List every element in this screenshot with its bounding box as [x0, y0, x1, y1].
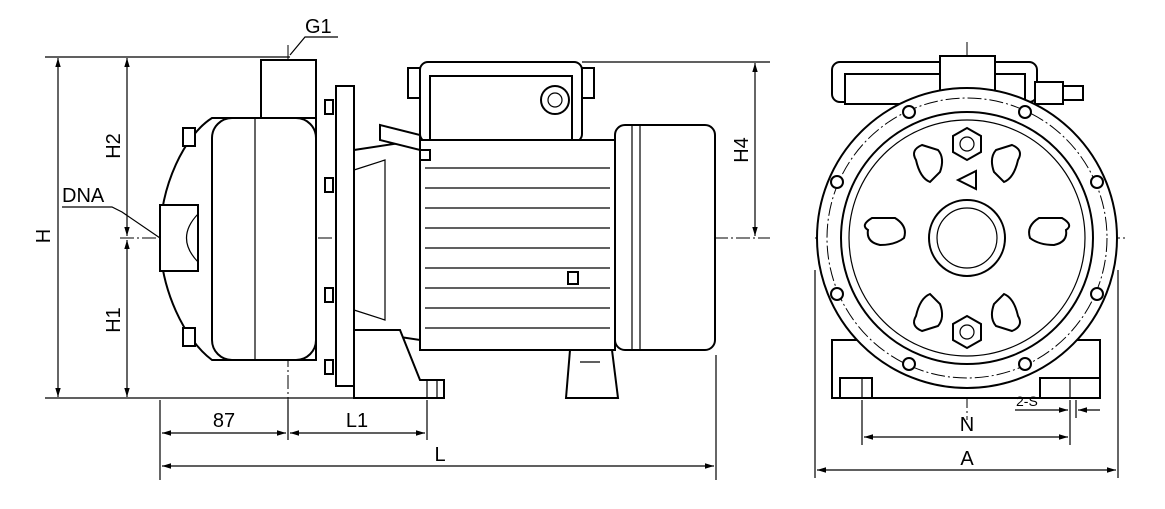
flange-bolts [830, 105, 1104, 371]
pump-housing-body [211, 117, 317, 361]
label-87: 87 [213, 410, 235, 432]
cable-gland [540, 85, 570, 115]
label-2s: 2-S [1016, 393, 1038, 409]
motor-body [419, 139, 616, 351]
label-h4: H4 [731, 137, 753, 163]
label-dna: DNA [62, 185, 105, 207]
label-l1: L1 [346, 410, 368, 432]
dna-leader [62, 206, 161, 239]
front-dimensions: N A 2-S [814, 270, 1119, 478]
front-cable-gland [1062, 85, 1084, 101]
label-g1: G1 [305, 16, 332, 38]
g1-leader [289, 36, 338, 56]
label-h2: H2 [103, 133, 125, 159]
pump-side-view [120, 45, 770, 440]
bolt-circle [826, 97, 1108, 379]
fan-cover-slots [863, 143, 1071, 333]
pump-front-view [815, 42, 1125, 420]
housing-bolt-top [182, 127, 196, 147]
rotation-arrow-icon [955, 169, 977, 191]
front-shaft-outer [928, 199, 1006, 277]
label-a: A [960, 448, 974, 470]
inlet-flange [159, 204, 199, 272]
bracket-flange [335, 85, 355, 387]
top-hex-plug [952, 126, 982, 162]
motor-cooling-fins [425, 167, 610, 329]
housing-bolt-bottom [182, 327, 196, 347]
label-h: H [33, 229, 55, 243]
bottom-hex-plug [952, 314, 982, 350]
front-shaft-inner [936, 207, 998, 269]
label-h1: H1 [103, 307, 125, 333]
outlet-pipe [260, 59, 317, 121]
side-dimensions: G1 H H2 H1 DNA H4 87 L1 L [33, 16, 770, 480]
motor-end-cover [614, 124, 716, 351]
label-n: N [960, 414, 974, 436]
label-l: L [434, 444, 445, 466]
motor-foot [564, 349, 620, 399]
